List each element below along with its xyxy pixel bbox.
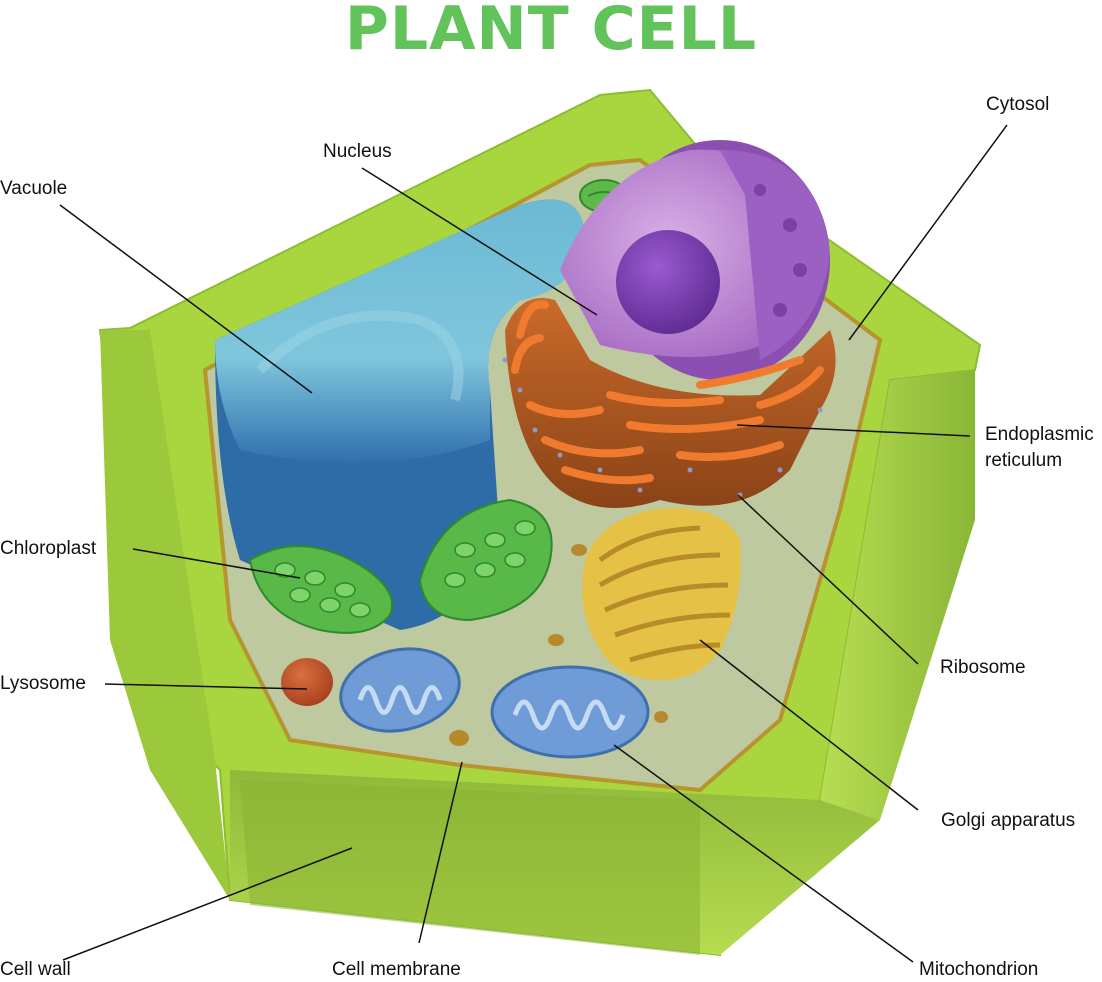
leader-line-ribosome [737,494,919,665]
leader-line-cell-wall [62,847,353,961]
chloroplast-left [248,545,393,634]
mitochondrion-left [339,647,461,733]
label-lysosome: Lysosome [0,673,86,694]
label-vacuole: Vacuole [0,178,68,199]
label-cell-membrane: Cell membrane [332,959,461,980]
lysosome [281,658,333,706]
label-mitochondrion: Mitochondrion [919,959,1039,980]
chloroplast-right [418,498,553,622]
label-golgi: Golgi apparatus [941,810,1076,831]
granules [449,544,668,746]
leader-line-golgi [699,639,919,811]
label-er-line2: reticulum [985,450,1063,471]
leader-lines [59,124,1008,963]
page-title: PLANT CELL [344,0,758,64]
leader-line-vacuole [59,204,313,394]
leader-line-chloroplast [132,548,301,579]
label-ribosome: Ribosome [940,657,1026,678]
leader-line-mitochondrion [613,744,914,963]
golgi-apparatus [582,508,741,680]
endoplasmic-reticulum [502,298,836,508]
nucleolus [616,230,720,334]
label-cytosol: Cytosol [986,94,1050,115]
mitochondrion-right [490,665,650,759]
label-nucleus: Nucleus [323,141,392,162]
nucleus [560,140,830,380]
leader-line-er [736,424,971,437]
leader-line-nucleus [361,167,598,316]
label-chloroplast: Chloroplast [0,538,97,559]
leader-line-cytosol [848,124,1008,341]
label-er-line1: Endoplasmic [985,424,1094,445]
leader-line-cell-membrane [418,761,463,944]
label-cell-wall: Cell wall [0,959,71,980]
leader-line-lysosome [104,683,308,690]
